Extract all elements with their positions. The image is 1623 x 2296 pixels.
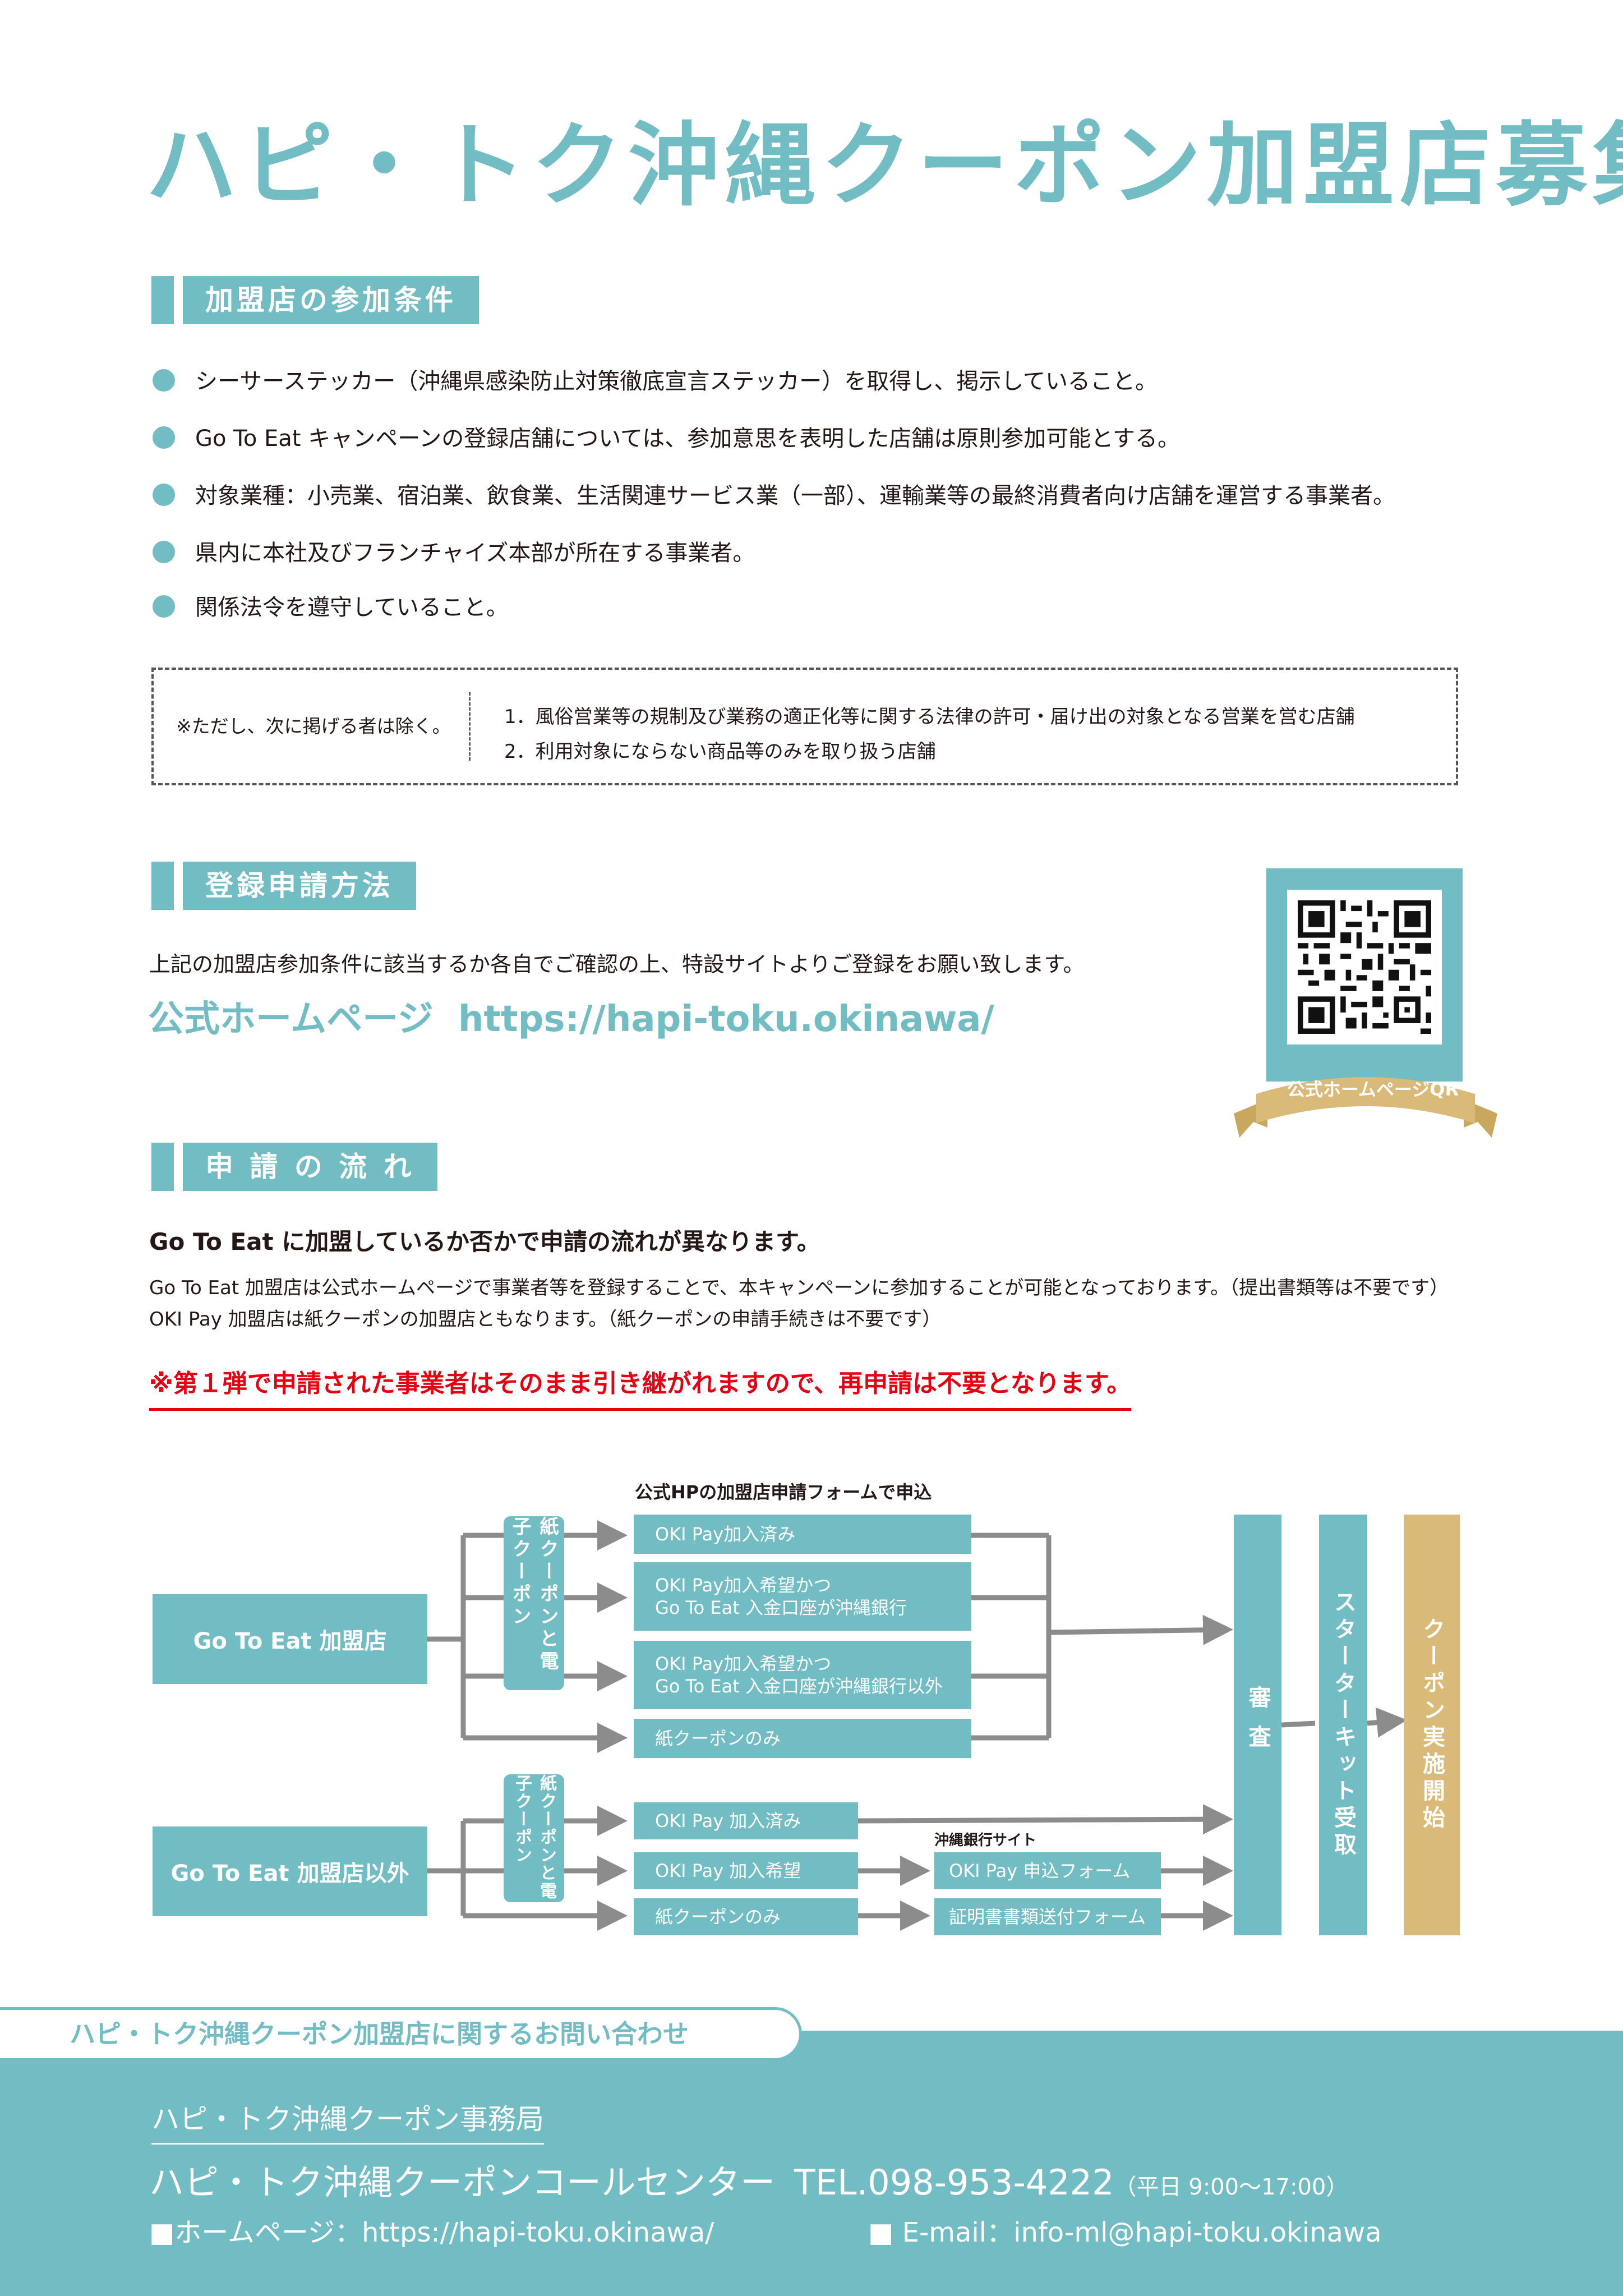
- coupon-type-label: 紙クーポンと電子クーポン: [504, 1516, 564, 1690]
- flow-lead: Go To Eat に加盟しているか否かで申請の流れが異なります。: [149, 1228, 820, 1255]
- bullet-icon: [153, 541, 175, 563]
- exception-item: 1．風俗営業等の規制及び業務の適正化等に関する法律の許可・届け出の対象となる営業…: [504, 706, 1355, 728]
- bullet-icon: [153, 595, 175, 618]
- qr-code[interactable]: [1287, 890, 1442, 1045]
- registration-text: 上記の加盟店参加条件に該当するか各自でご確認の上、特設サイトよりご登録をお願い致…: [149, 952, 1085, 977]
- flow-option: OKI Pay加入済み: [634, 1515, 971, 1554]
- ribbon-icon: [1234, 1077, 1497, 1138]
- bank-form: 証明書書類送付フォーム: [934, 1898, 1161, 1935]
- bank-form: OKI Pay 申込フォーム: [934, 1852, 1161, 1889]
- flow-option: 紙クーポンのみ: [634, 1898, 858, 1935]
- bullet-icon: [153, 369, 175, 392]
- qr-icon: [1287, 890, 1442, 1045]
- exception-item: 2．利用対象にならない商品等のみを取り扱う店舗: [504, 740, 936, 763]
- starter-kit-step: スターターキット受取: [1319, 1515, 1367, 1935]
- bullet-icon: [153, 484, 175, 506]
- footer: [0, 2031, 1623, 2296]
- flow-option: OKI Pay加入希望かつ Go To Eat 入金口座が沖縄銀行: [634, 1562, 971, 1631]
- flow-option: OKI Pay 加入希望: [634, 1852, 858, 1889]
- page-title: ハピ・トク沖縄クーポン加盟店募集: [146, 113, 1623, 219]
- section-heading-conditions: 加盟店の参加条件: [183, 276, 479, 324]
- condition-item: Go To Eat キャンペーンの登録店舗については、参加意思を表明した店舗は原…: [153, 422, 1180, 455]
- divider: [469, 692, 471, 761]
- section-marker: [151, 862, 174, 910]
- section-heading-registration: 登録申請方法: [183, 862, 416, 910]
- footer-tab: [0, 2007, 802, 2061]
- bullet-icon: [153, 426, 175, 449]
- qr-caption: 公式ホームページQR: [1287, 1079, 1459, 1100]
- flow-option: OKI Pay加入希望かつ Go To Eat 入金口座が沖縄銀行以外: [634, 1641, 971, 1709]
- footer-email-link[interactable]: ■ E-mail：info-ml@hapi-toku.okinawa: [868, 2217, 1382, 2248]
- exception-box: ※ただし、次に掲げる者は除く。 1．風俗営業等の規制及び業務の適正化等に関する法…: [151, 668, 1458, 785]
- flow-note-2: OKI Pay 加盟店は紙クーポンの加盟店ともなります。（紙クーポンの申請手続き…: [149, 1308, 942, 1331]
- condition-item: 関係法令を遵守していること。: [153, 591, 509, 624]
- reapplication-note: ※第１弾で申請された事業者はそのまま引き継がれますので、再申請は不要となります。: [149, 1363, 1132, 1411]
- qr-frame: [1266, 868, 1463, 1082]
- coupon-type-label: 紙クーポンと電子クーポン: [504, 1774, 564, 1902]
- business-hours: （平日 9:00～17:00）: [1114, 2174, 1349, 2200]
- review-step: 審査: [1234, 1515, 1281, 1935]
- condition-item: 県内に本社及びフランチャイズ本部が所在する事業者。: [153, 536, 755, 570]
- condition-item: シーサーステッカー（沖縄県感染防止対策徹底宣言ステッカー）を取得し、掲示している…: [153, 365, 1158, 398]
- flow-note-1: Go To Eat 加盟店は公式ホームページで事業者等を登録することで、本キャン…: [149, 1277, 1449, 1299]
- call-center: ハピ・トク沖縄クーポンコールセンター TEL.098-953-4222（平日 9:…: [149, 2154, 1348, 2205]
- condition-item: 対象業種：小売業、宿泊業、飲食業、生活関連サービス業（一部）、運輸業等の最終消費…: [153, 479, 1395, 513]
- call-center-name: ハピ・トク沖縄クーポンコールセンター: [149, 2162, 776, 2203]
- coupon-start-step: クーポン実施開始: [1404, 1515, 1460, 1935]
- flow-option: 紙クーポンのみ: [634, 1719, 971, 1758]
- group-goto-eat-member: Go To Eat 加盟店: [153, 1594, 427, 1684]
- phone-number[interactable]: TEL.098-953-4222: [794, 2162, 1114, 2203]
- section-heading-flow: 申 請 の 流 れ: [183, 1143, 437, 1191]
- section-marker: [151, 276, 174, 324]
- form-caption: 公式HPの加盟店申請フォームで申込: [635, 1481, 932, 1503]
- group-goto-eat-nonmember: Go To Eat 加盟店以外: [153, 1826, 427, 1916]
- exception-label: ※ただし、次に掲げる者は除く。: [176, 715, 451, 737]
- footer-tab-label: ハピ・トク沖縄クーポン加盟店に関するお問い合わせ: [70, 2019, 689, 2049]
- office-name: ハピ・トク沖縄クーポン事務局: [151, 2097, 544, 2145]
- footer-homepage-link[interactable]: ■ホームページ：https://hapi-toku.okinawa/: [149, 2217, 714, 2248]
- flow-option: OKI Pay 加入済み: [634, 1802, 858, 1839]
- bank-site-caption: 沖縄銀行サイト: [934, 1832, 1037, 1849]
- section-marker: [151, 1143, 174, 1191]
